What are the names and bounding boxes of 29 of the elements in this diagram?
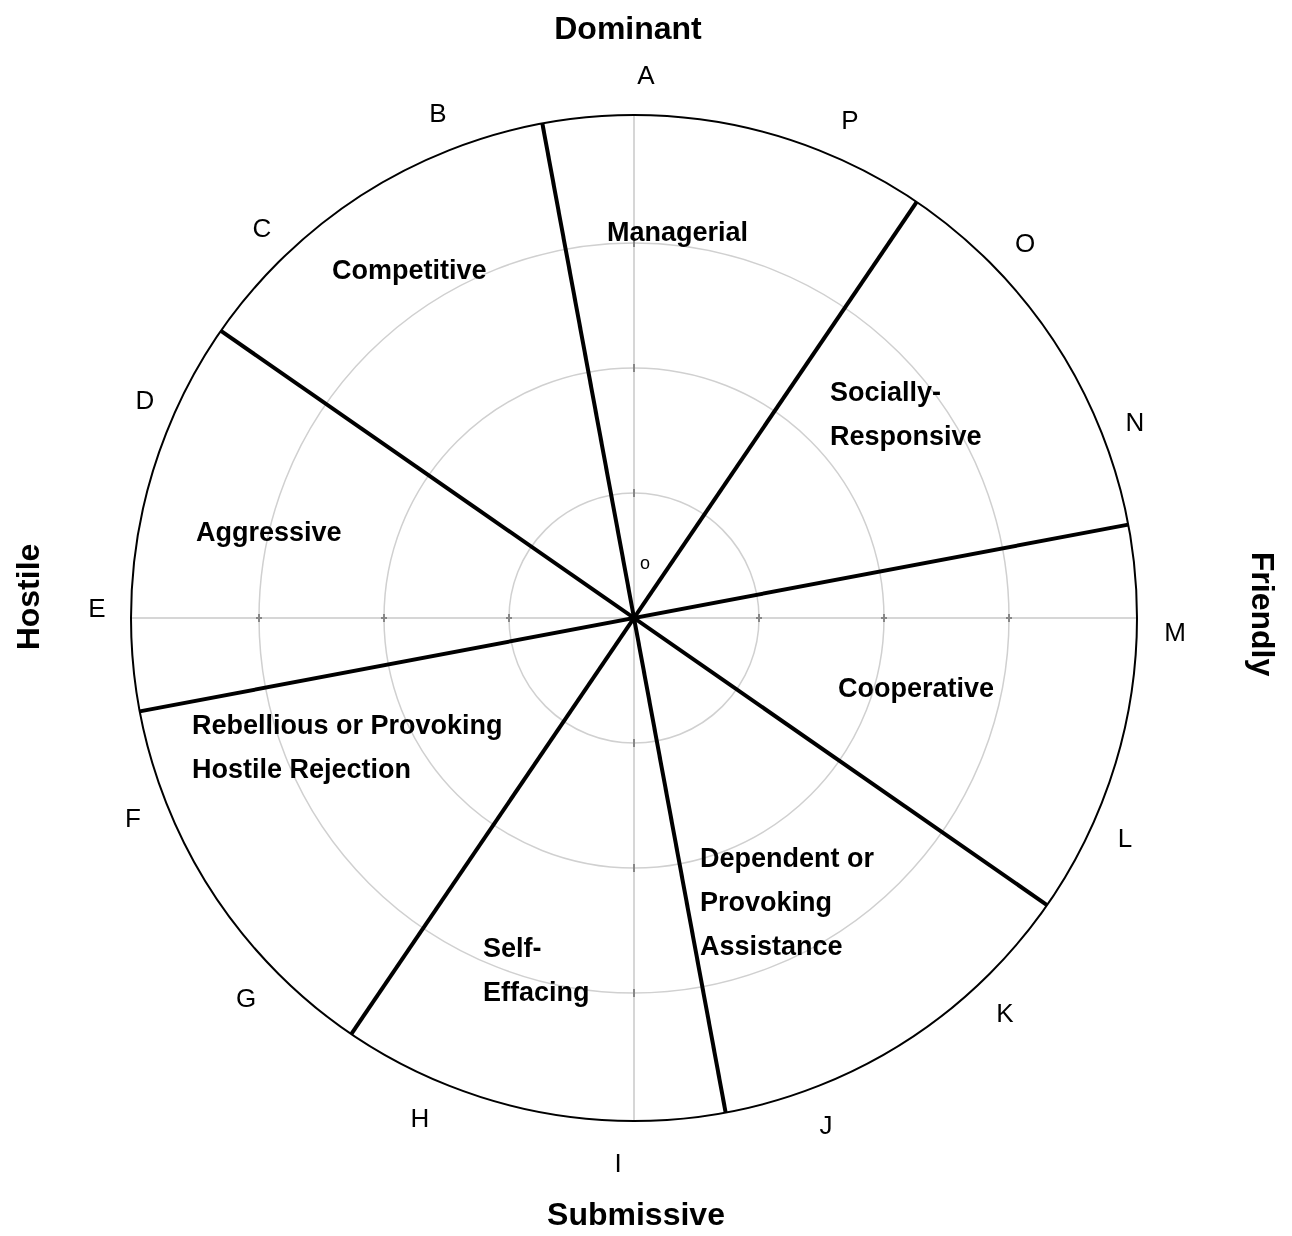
sector-letter: C: [252, 212, 272, 244]
sector-letter: N: [1125, 406, 1145, 438]
sector-letter: F: [125, 802, 141, 834]
sector-letter: H: [410, 1102, 430, 1134]
sector-letter: O: [1014, 227, 1036, 259]
sector-letter: I: [614, 1147, 622, 1179]
sector-letter: L: [1117, 822, 1133, 854]
sector-label: Cooperative: [838, 672, 996, 705]
axis-label: Friendly: [1243, 551, 1281, 677]
sector-letter: K: [996, 997, 1014, 1029]
sector-label: Socially-Responsive: [830, 376, 983, 453]
sector-label: Aggressive: [196, 516, 343, 549]
sector-letter: D: [135, 384, 155, 416]
sector-label: Managerial: [607, 216, 750, 249]
sector-letter: M: [1164, 616, 1186, 648]
axis-label: Dominant: [554, 9, 702, 47]
sector-letter: B: [429, 97, 447, 129]
sector-label: Dependent or Provoking Assistance: [700, 842, 875, 963]
axis-label: Submissive: [547, 1195, 725, 1233]
sector-letter: A: [637, 59, 655, 91]
center-mark: o: [640, 552, 650, 574]
sector-letter: G: [235, 982, 257, 1014]
sector-label: Competitive: [332, 254, 488, 287]
sector-label: Rebellious or Provoking Hostile Rejection: [192, 709, 504, 786]
sector-letter: P: [841, 104, 859, 136]
sector-letter: J: [819, 1109, 833, 1141]
sector-letter: E: [88, 592, 106, 624]
axis-label: Hostile: [9, 543, 47, 651]
sector-label: Self-Effacing: [483, 932, 591, 1009]
